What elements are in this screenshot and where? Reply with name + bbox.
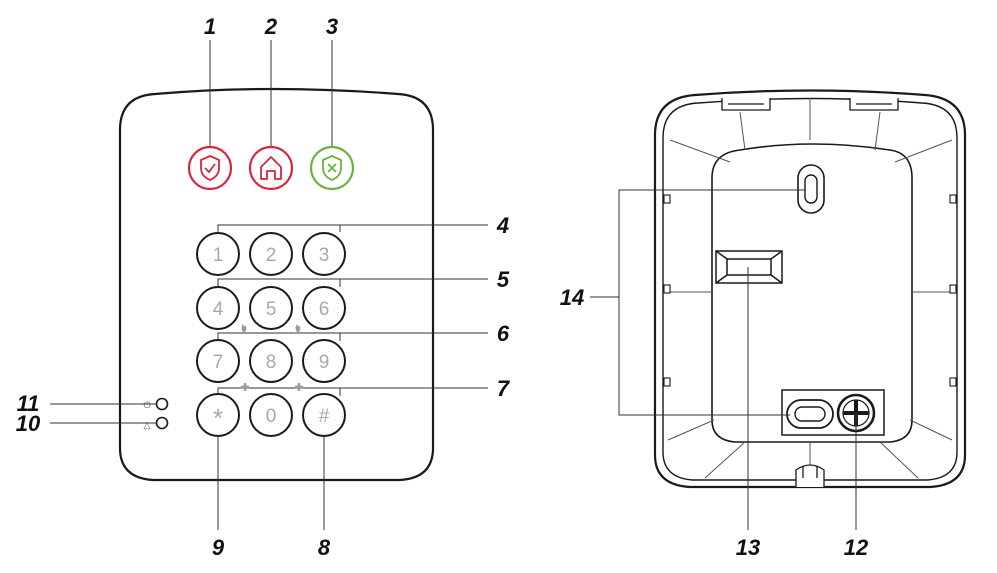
key-2[interactable]: 2 xyxy=(249,232,293,276)
front-leader-lines xyxy=(50,40,488,530)
key-label: 6 xyxy=(319,299,330,320)
key-5[interactable]: 5 xyxy=(249,286,293,330)
key-3[interactable]: 3 xyxy=(302,232,346,276)
key-6[interactable]: 6 xyxy=(302,286,346,330)
housing-ribs xyxy=(663,98,957,479)
key-9[interactable]: 9 xyxy=(302,339,346,383)
bottom-notch xyxy=(795,464,825,487)
shield-check-icon xyxy=(200,155,220,181)
key-row-brackets xyxy=(217,224,341,396)
key-label: * xyxy=(213,403,223,433)
callout-12: 12 xyxy=(844,535,869,560)
key-label: 5 xyxy=(266,299,277,320)
arm-home-button[interactable] xyxy=(248,145,294,191)
arm-away-button[interactable] xyxy=(187,145,233,191)
back-plate xyxy=(711,143,913,443)
callout-7: 7 xyxy=(497,376,511,401)
warning-triangle-icon: △ xyxy=(144,420,151,430)
key-label: 1 xyxy=(213,245,224,266)
back-leader-lines xyxy=(590,189,857,530)
key-4[interactable]: 4 xyxy=(196,286,240,330)
disarm-button[interactable] xyxy=(309,145,355,191)
callout-4: 4 xyxy=(496,213,509,238)
tamper-clip xyxy=(715,250,783,284)
key-label: 0 xyxy=(266,406,277,427)
callout-9: 9 xyxy=(212,535,225,560)
shield-x-icon xyxy=(322,155,342,181)
key-7[interactable]: 7 xyxy=(196,339,240,383)
mounting-slot-top xyxy=(797,164,825,214)
key-label: # xyxy=(319,406,330,427)
medical-plus-icon xyxy=(295,383,303,391)
fire-icon xyxy=(241,324,247,332)
callout-11: 11 xyxy=(17,391,40,416)
fire-icon xyxy=(295,324,301,332)
front-body-outline xyxy=(118,87,435,482)
key-label: 8 xyxy=(266,352,277,373)
top-clip-right xyxy=(849,98,899,111)
power-led: ⏻ xyxy=(143,397,169,411)
key-hash[interactable]: # xyxy=(302,393,346,437)
keypad-back-view xyxy=(590,89,967,530)
key-8[interactable]: 8 xyxy=(249,339,293,383)
callout-6: 6 xyxy=(497,321,510,346)
key-label: 3 xyxy=(319,245,330,266)
callout-1: 1 xyxy=(204,14,216,39)
key-label: 4 xyxy=(213,299,224,320)
warning-led: △ xyxy=(144,416,169,430)
callout-14: 14 xyxy=(560,285,584,310)
key-label: 2 xyxy=(266,245,277,266)
key-0[interactable]: 0 xyxy=(249,393,293,437)
key-1[interactable]: 1 xyxy=(196,232,240,276)
keypad-front-view: 1 2 3 4 5 6 7 8 xyxy=(50,40,488,530)
key-label: 9 xyxy=(319,352,330,373)
home-icon xyxy=(260,156,282,180)
key-star[interactable]: * xyxy=(196,393,240,437)
key-label: 7 xyxy=(213,352,224,373)
top-clip-left xyxy=(721,98,771,111)
medical-plus-icon xyxy=(241,383,249,391)
power-icon: ⏻ xyxy=(143,400,150,410)
callout-2: 2 xyxy=(264,14,278,39)
callout-8: 8 xyxy=(318,535,331,560)
callout-13: 13 xyxy=(736,535,760,560)
callout-5: 5 xyxy=(497,267,510,292)
callout-3: 3 xyxy=(326,14,338,39)
callout-10: 10 xyxy=(16,411,41,436)
callout-labels: 1 2 3 4 5 6 7 8 9 10 11 12 13 14 xyxy=(16,14,869,560)
side-slots xyxy=(663,194,957,387)
